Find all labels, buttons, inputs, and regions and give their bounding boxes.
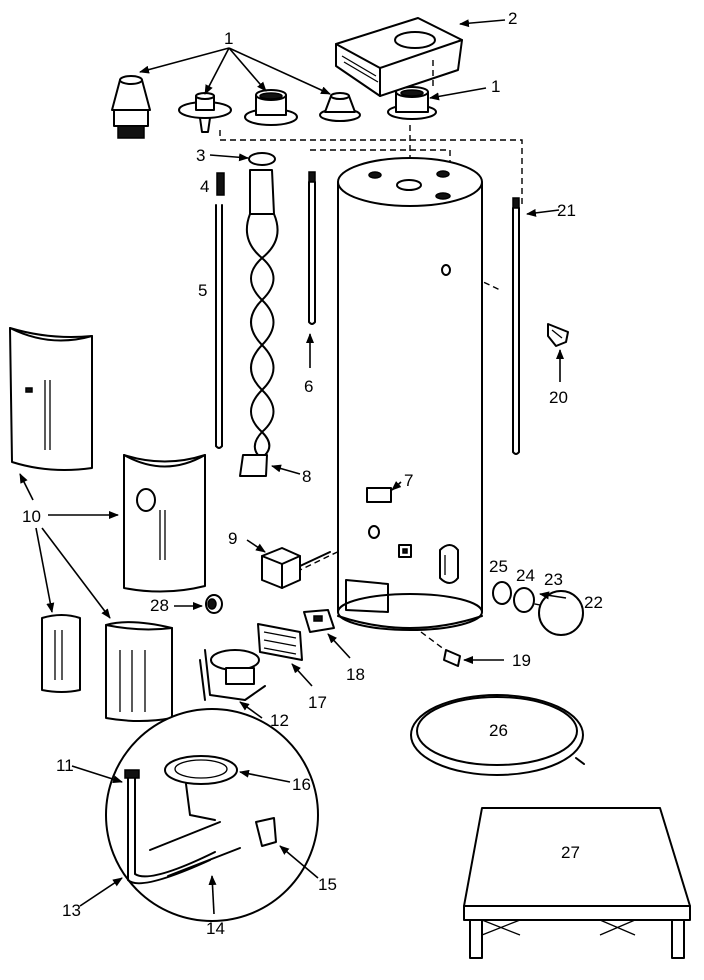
callout-24: 24 [516, 566, 535, 585]
callout-1: 1 [224, 29, 233, 48]
outer-jacket-panel-b [123, 454, 206, 593]
hot-outlet-anode-rod [512, 197, 520, 455]
callout-27: 27 [561, 843, 580, 862]
callout-8: 8 [302, 467, 311, 486]
drain-pan [410, 694, 585, 776]
callout-7: 7 [404, 471, 413, 490]
inner-door [257, 623, 303, 661]
callout-14: 14 [206, 919, 225, 938]
callout-21: 21 [557, 201, 576, 220]
callout-23: 23 [544, 570, 563, 589]
callout-15: 15 [318, 875, 337, 894]
burner-assembly [199, 649, 266, 701]
gasket-ring [248, 152, 276, 166]
callout-18: 18 [346, 665, 365, 684]
plate-25 [492, 581, 512, 605]
outer-door [303, 609, 335, 633]
callout-5: 5 [198, 281, 207, 300]
gas-control-thermostat [261, 547, 331, 589]
callout-17: 17 [308, 693, 327, 712]
cleanout-cover-22 [538, 590, 584, 636]
drain-valve [443, 649, 461, 667]
anode-rod [308, 171, 316, 325]
callout-3: 3 [196, 146, 205, 165]
callout-26: 26 [489, 721, 508, 740]
callout-10: 10 [22, 507, 41, 526]
callout-25: 25 [489, 557, 508, 576]
callout-28: 28 [150, 596, 169, 615]
callout-9: 9 [228, 529, 237, 548]
temperature-relief-fitting [547, 323, 569, 347]
flue-fitting-1d [319, 92, 361, 122]
flue-fitting-1e [387, 86, 437, 120]
flue-fitting-1a [111, 75, 151, 139]
dip-tube [215, 172, 225, 449]
flue-fitting-1b [178, 92, 232, 133]
draft-hood-cover [335, 17, 463, 97]
leader-lines [19, 19, 567, 915]
callout-20: 20 [549, 388, 568, 407]
flue-baffle [239, 169, 279, 477]
callout-2: 2 [508, 9, 517, 28]
callout-22: 22 [584, 593, 603, 612]
flue-fitting-1c [244, 89, 298, 126]
inner-jacket-panel-a [41, 614, 81, 693]
callout-labels: 1 2 1 3 4 5 6 7 8 9 10 11 12 13 14 15 16… [22, 9, 603, 938]
callout-16: 16 [292, 775, 311, 794]
callout-1-right: 1 [491, 77, 500, 96]
inner-jacket-panel-b [105, 621, 173, 722]
heater-stand [463, 807, 691, 959]
callout-19: 19 [512, 651, 531, 670]
burner-detail-circle [105, 708, 319, 922]
callout-11: 11 [56, 756, 74, 775]
callout-6: 6 [304, 377, 313, 396]
callout-13: 13 [62, 901, 81, 920]
outer-jacket-panel-a [9, 327, 93, 471]
water-heater-tank [337, 157, 483, 631]
callout-4: 4 [200, 177, 209, 196]
gasket-24 [513, 587, 535, 613]
sight-glass [205, 594, 223, 614]
callout-12: 12 [270, 711, 289, 730]
